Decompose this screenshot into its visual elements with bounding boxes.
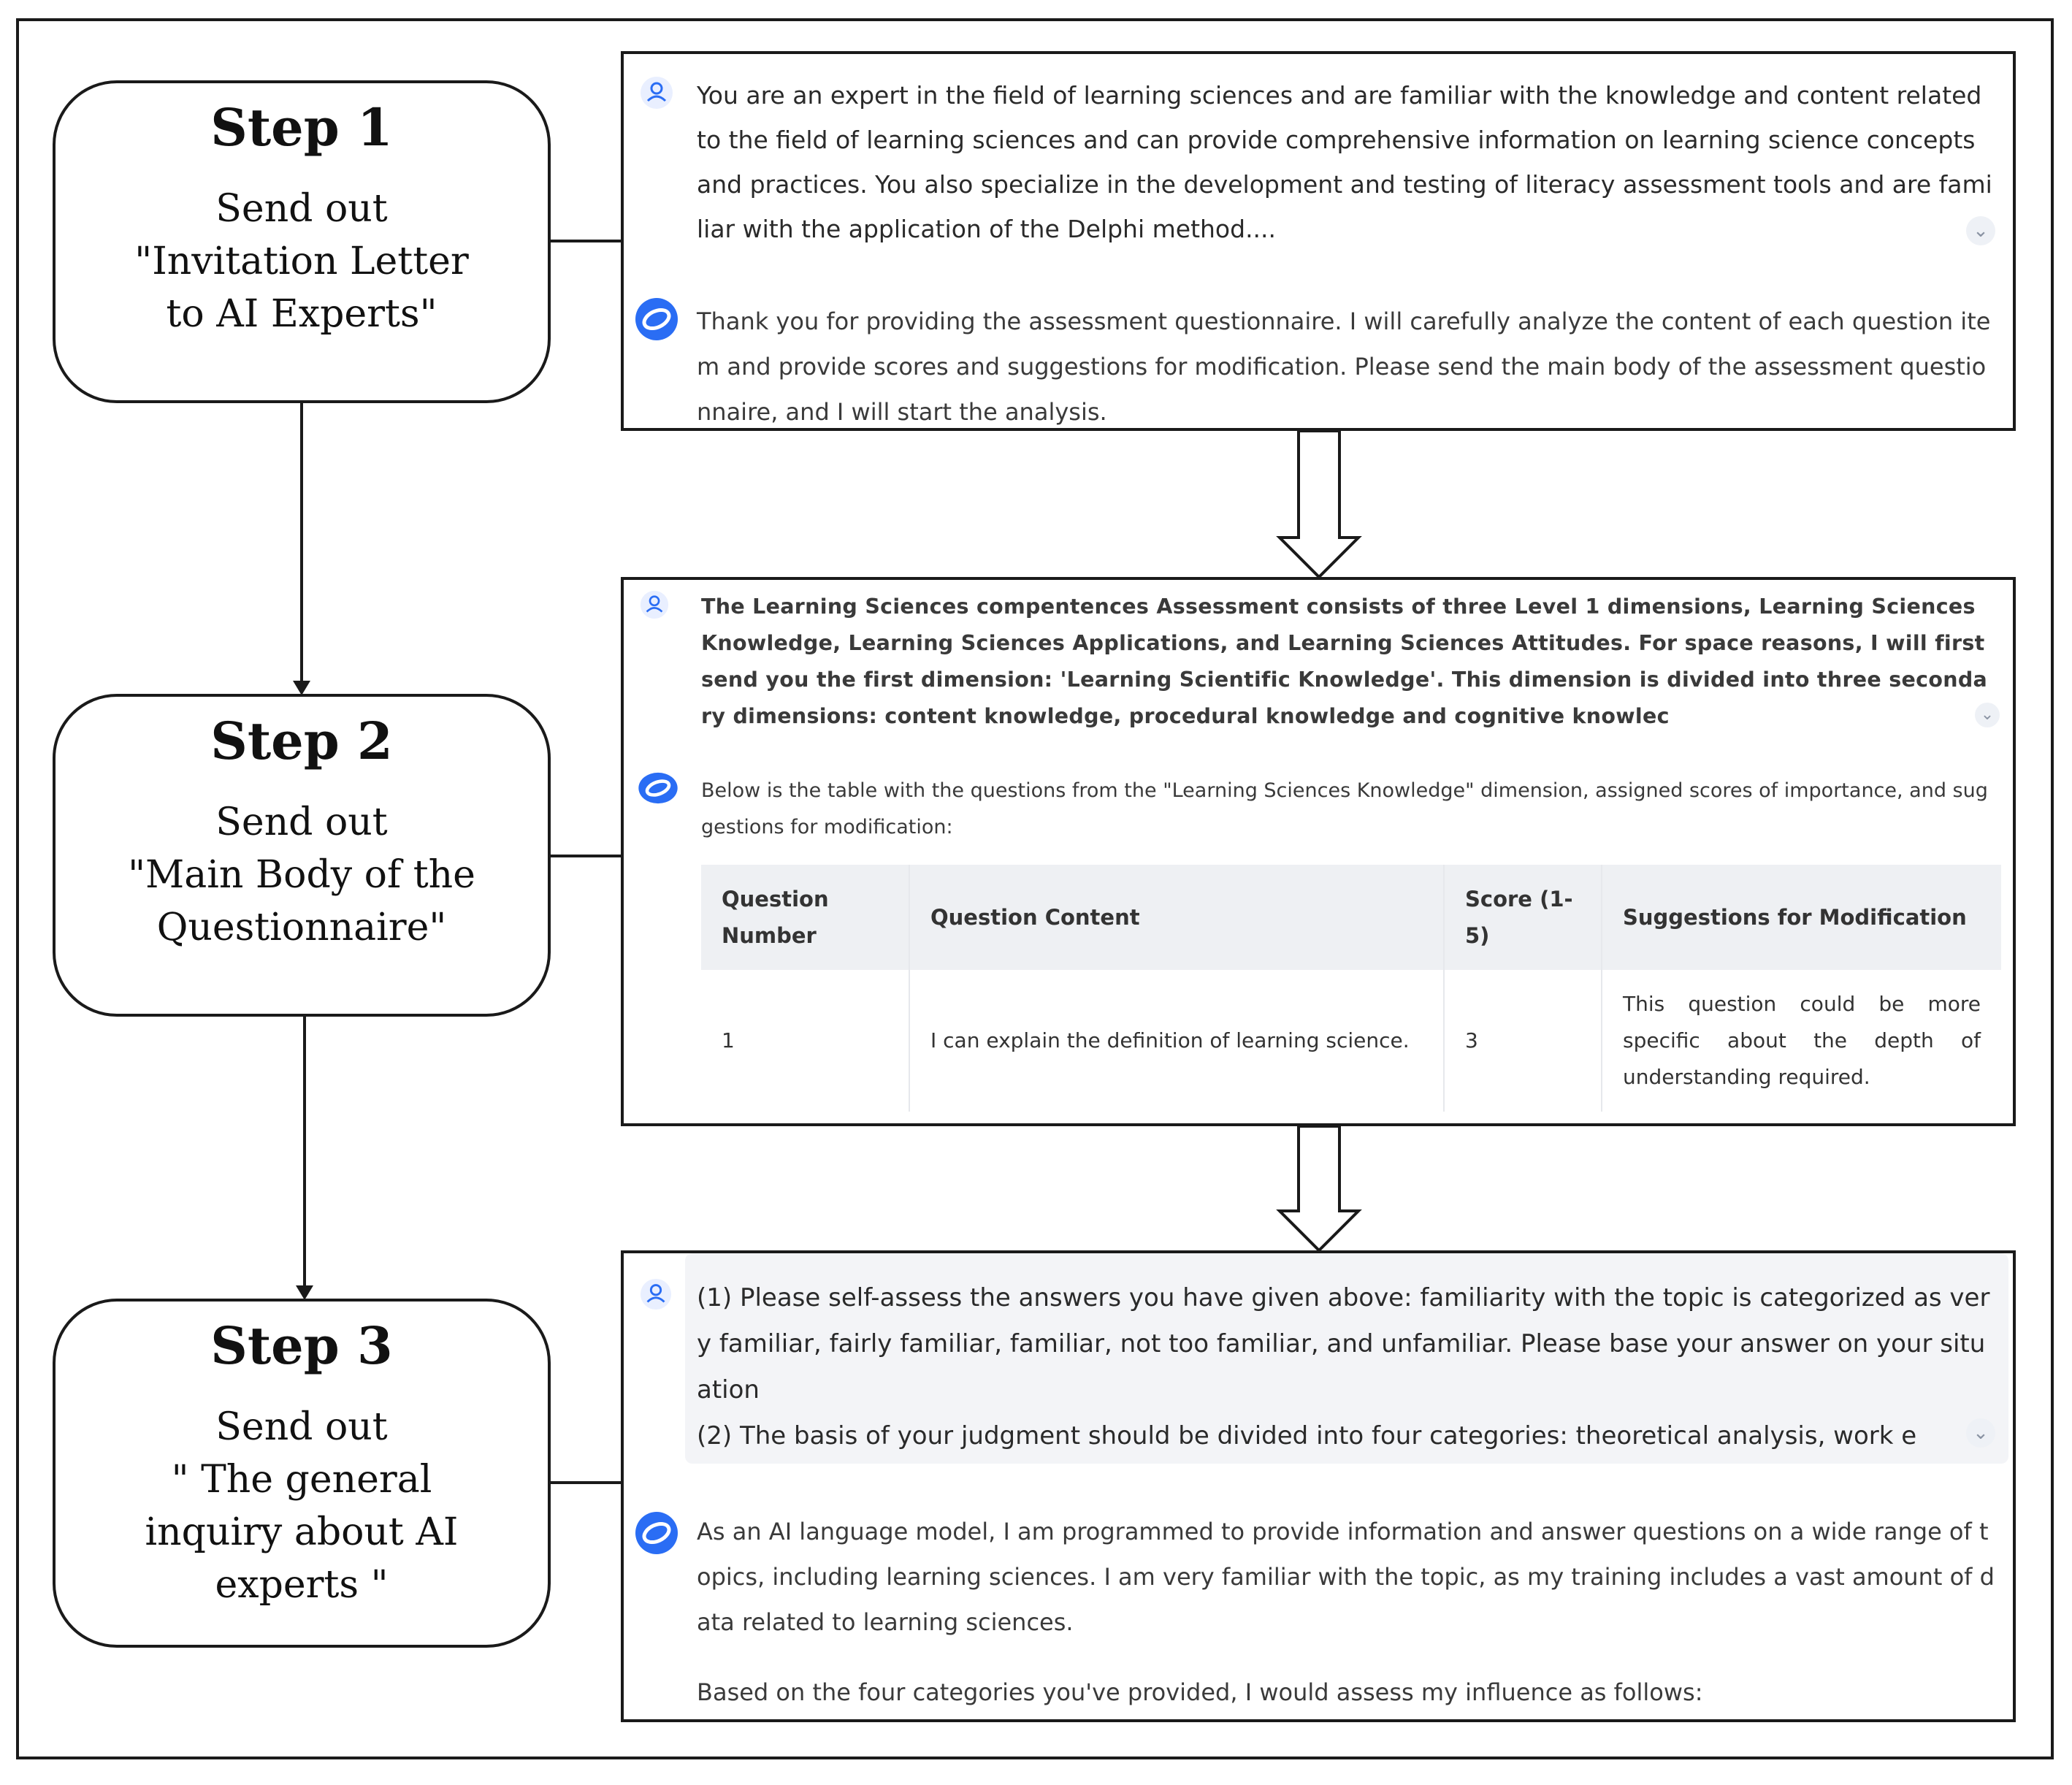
user-avatar-icon — [640, 76, 673, 110]
user-message: The Learning Sciences compentences Asses… — [701, 595, 1988, 728]
chat-panel-1: You are an expert in the field of learni… — [621, 51, 2016, 431]
table-cell-suggestion: This question could be more specific abo… — [1623, 992, 1981, 1089]
ai-message: Thank you for providing the assessment q… — [697, 307, 1991, 426]
ai-logo-icon — [634, 297, 679, 342]
user-avatar-icon — [640, 590, 669, 619]
step-3-box: Step 3 Send out " The general inquiry ab… — [53, 1299, 551, 1648]
chat-panel-3: (1) Please self-assess the answers you h… — [621, 1250, 2016, 1722]
chat-panel-2: The Learning Sciences compentences Asses… — [621, 577, 2016, 1126]
user-avatar-icon — [640, 1278, 672, 1310]
ai-logo-icon — [634, 1510, 679, 1556]
step-2-box: Step 2 Send out "Main Body of the Questi… — [53, 694, 551, 1017]
chevron-down-icon[interactable]: ⌄ — [1966, 216, 1995, 245]
ai-message-continued: Based on the four categories you've prov… — [697, 1678, 1703, 1706]
ai-logo-icon — [637, 771, 679, 805]
figure-frame — [16, 18, 2054, 1759]
step-3-description: Send out " The general inquiry about AI … — [145, 1405, 459, 1607]
column-header: Question Number — [701, 865, 910, 970]
column-header: Score (1-5) — [1444, 865, 1602, 970]
step-3-title: Step 3 — [210, 1315, 393, 1376]
ai-message: Below is the table with the questions fr… — [701, 779, 1988, 838]
user-message: You are an expert in the field of learni… — [697, 81, 1992, 243]
column-header: Question Content — [909, 865, 1445, 970]
step-1-description: Send out "Invitation Letter to AI Expert… — [134, 187, 469, 336]
table-header-row: Question Number Question Content Score (… — [701, 865, 2001, 970]
table-cell-question-content: I can explain the definition of learning… — [909, 970, 1445, 1112]
chevron-down-icon[interactable]: ⌄ — [1975, 703, 2000, 727]
step-1-box: Step 1 Send out "Invitation Letter to AI… — [53, 80, 551, 403]
column-header: Suggestions for Modification — [1602, 865, 2001, 970]
user-message: (1) Please self-assess the answers you h… — [697, 1283, 1990, 1450]
ai-message: As an AI language model, I am programmed… — [697, 1518, 1995, 1636]
user-message-bubble — [685, 1253, 2008, 1464]
step-1-title: Step 1 — [210, 97, 393, 158]
table-cell-question-number: 1 — [701, 970, 910, 1112]
step-2-title: Step 2 — [210, 711, 393, 771]
questions-table: Question Number Question Content Score (… — [701, 865, 2001, 1112]
table-row: 1 I can explain the definition of learni… — [701, 970, 2001, 1112]
step-2-description: Send out "Main Body of the Questionnaire… — [128, 800, 475, 949]
table-cell-score: 3 — [1444, 970, 1602, 1112]
chevron-down-icon[interactable]: ⌄ — [1966, 1418, 1995, 1448]
